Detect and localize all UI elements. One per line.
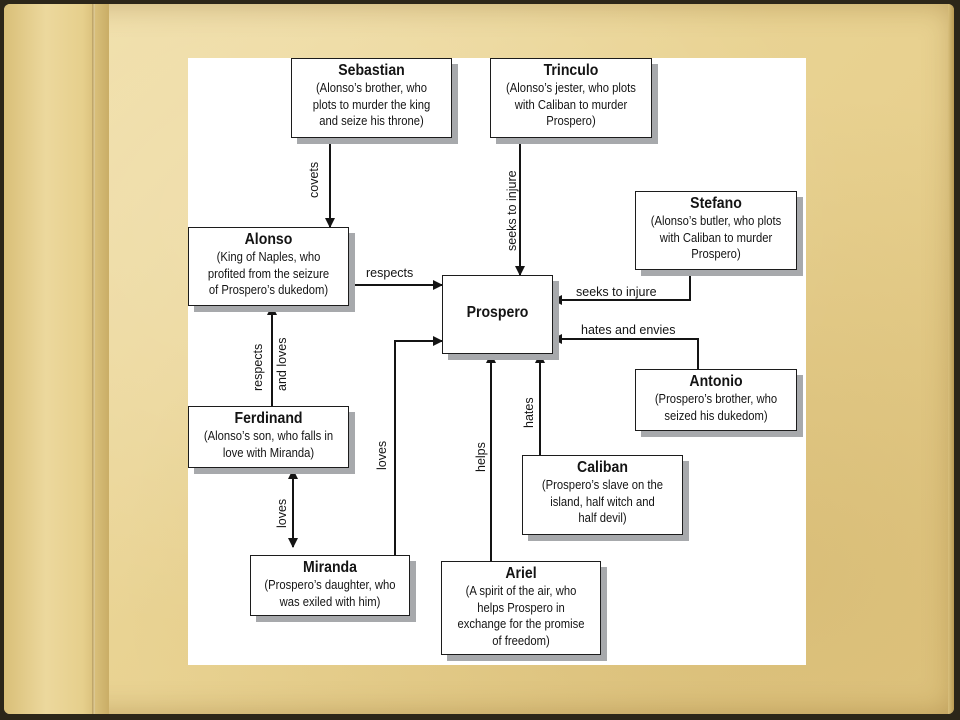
- stefano-name: Stefano: [690, 195, 742, 212]
- label-trinculo-seeks-to-injure: seeks to injure: [505, 170, 519, 251]
- node-stefano: Stefano (Alonso’s butler, who plots with…: [635, 191, 797, 270]
- stefano-desc-line: (Alonso’s butler, who plots: [650, 214, 782, 228]
- node-ferdinand: Ferdinand (Alonso’s son, who falls in lo…: [188, 406, 349, 468]
- ferdinand-name: Ferdinand: [234, 410, 303, 427]
- ariel-desc-line: helps Prospero in: [477, 600, 565, 615]
- ferdinand-desc-line: (Alonso’s son, who falls in: [203, 429, 334, 443]
- node-prospero: Prospero: [442, 275, 553, 354]
- antonio-desc-line: (Prospero’s brother, who: [654, 392, 778, 406]
- node-antonio: Antonio (Prospero’s brother, who seized …: [635, 369, 797, 431]
- alonso-desc-line: of Prospero’s dukedom): [208, 283, 329, 297]
- book-spine: [4, 4, 109, 714]
- antonio-name: Antonio: [689, 373, 743, 390]
- label-respects: respects: [366, 266, 414, 280]
- spine-crease: [92, 4, 95, 714]
- label-and-loves-line-2: and loves: [275, 337, 289, 391]
- node-miranda: Miranda (Prospero’s daughter, who was ex…: [250, 555, 410, 616]
- miranda-name: Miranda: [303, 559, 357, 576]
- caliban-name: Caliban: [577, 459, 628, 476]
- trinculo-desc-line: Prospero): [546, 114, 596, 128]
- node-trinculo: Trinculo (Alonso’s jester, who plots wit…: [490, 58, 652, 138]
- alonso-desc-line: (King of Naples, who: [216, 250, 321, 264]
- edge-miranda-prospero: [394, 336, 443, 555]
- stefano-desc-line: with Caliban to murder: [659, 230, 773, 245]
- antonio-desc-line: seized his dukedom): [664, 408, 768, 423]
- ariel-desc-line: (A spirit of the air, who: [465, 584, 577, 598]
- sebastian-name: Sebastian: [338, 62, 405, 79]
- node-caliban: Caliban (Prospero’s slave on the island,…: [522, 455, 683, 535]
- trinculo-desc-line: (Alonso’s jester, who plots: [506, 81, 636, 95]
- node-sebastian: Sebastian (Alonso’s brother, who plots t…: [291, 58, 452, 138]
- trinculo-desc-line: with Caliban to murder: [514, 97, 628, 112]
- trinculo-name: Trinculo: [543, 62, 599, 79]
- label-helps: helps: [474, 442, 488, 472]
- diagram-connectors: [267, 138, 699, 561]
- edge-antonio-prospero: [552, 334, 699, 369]
- ferdinand-desc-line: love with Miranda): [222, 445, 315, 460]
- caliban-desc-line: half devil): [578, 511, 627, 525]
- prospero-name: Prospero: [466, 304, 529, 321]
- node-ariel: Ariel (A spirit of the air, who helps Pr…: [441, 561, 601, 655]
- stefano-desc-line: Prospero): [691, 247, 741, 261]
- sebastian-desc-line: (Alonso’s brother, who: [315, 81, 428, 95]
- sebastian-desc-line: and seize his throne): [319, 114, 424, 128]
- sebastian-desc-line: plots to murder the king: [312, 97, 431, 112]
- miranda-desc-line: (Prospero’s daughter, who: [264, 578, 396, 592]
- miranda-desc-line: was exiled with him): [279, 594, 381, 609]
- edge-stefano-prospero: [552, 270, 691, 305]
- label-hates: hates: [522, 397, 536, 428]
- alonso-name: Alonso: [244, 231, 293, 248]
- page-edge: [948, 4, 954, 714]
- character-map-diagram: covets seeks to injure respects seeks to…: [188, 58, 806, 665]
- ariel-desc-line: of freedom): [492, 633, 550, 648]
- label-hates-and-envies: hates and envies: [581, 323, 676, 337]
- caliban-desc-line: (Prospero’s slave on the: [541, 478, 664, 492]
- label-covets: covets: [307, 161, 321, 198]
- ariel-desc-line: exchange for the promise: [457, 617, 585, 631]
- label-ferdinand-loves-miranda: loves: [275, 498, 289, 528]
- node-alonso: Alonso (King of Naples, who profited fro…: [188, 227, 349, 306]
- caliban-desc-line: island, half witch and: [550, 494, 655, 509]
- label-miranda-loves: loves: [375, 440, 389, 470]
- ariel-name: Ariel: [505, 565, 537, 582]
- label-stefano-seeks-to-injure: seeks to injure: [576, 285, 657, 299]
- alonso-desc-line: profited from the seizure: [207, 266, 330, 281]
- label-respects-line-1: respects: [251, 343, 265, 391]
